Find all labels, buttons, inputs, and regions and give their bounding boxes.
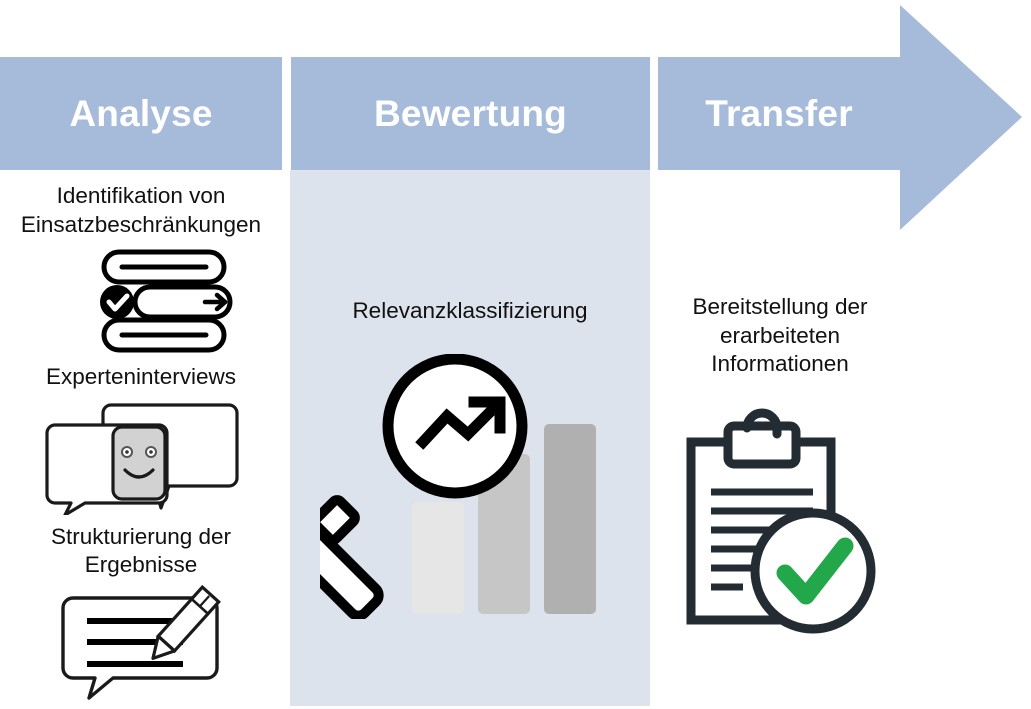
- stage-header-transfer[interactable]: Transfer: [658, 57, 900, 170]
- item-caption-bereitstellung: Bereitstellung der erarbeiteten Informat…: [650, 293, 910, 379]
- stage-title-analyse: Analyse: [69, 93, 213, 134]
- item-caption-experteninterviews: Experteninterviews: [0, 363, 282, 392]
- checklist-pills-icon-wrap: [0, 248, 282, 353]
- clipboard-check-icon-wrap: [650, 404, 910, 644]
- caption-line-3: Informationen: [711, 351, 849, 377]
- stage-column-transfer: Bereitstellung der erarbeiteten Informat…: [650, 170, 910, 644]
- speech-bubbles-smiley-icon-wrap: [0, 400, 282, 515]
- clipboard-check-icon: [686, 408, 875, 634]
- stage-header-bewertung[interactable]: Bewertung: [291, 57, 650, 170]
- stage-column-bewertung: Relevanzklassifizierung: [290, 170, 650, 619]
- caption-line-1: Strukturierung der: [50, 523, 232, 549]
- caption-line-2: erarbeiteten: [719, 322, 841, 348]
- stage-title-transfer: Transfer: [705, 93, 853, 134]
- item-caption-strukturierung: Strukturierung der Ergebnisse: [0, 523, 282, 580]
- speech-bubble-pencil-icon: [61, 584, 221, 700]
- stage-title-bewertung: Bewertung: [374, 93, 567, 134]
- speech-bubbles-smiley-icon: [45, 403, 239, 515]
- magnifier-bar-chart-icon-wrap: [290, 353, 650, 619]
- caption-line-1: Identifikation von: [56, 183, 226, 208]
- item-caption-identifikation: Identifikation von Einsatzbeschränkungen: [0, 182, 282, 239]
- item-caption-relevanzklassifizierung: Relevanzklassifizierung: [290, 297, 650, 326]
- stage-header-analyse[interactable]: Analyse: [0, 57, 282, 170]
- speech-bubble-pencil-icon-wrap: [0, 576, 282, 701]
- caption-line-2: Einsatzbeschränkungen: [20, 211, 262, 237]
- caption-line-1: Bereitstellung der: [692, 294, 868, 319]
- caption-line-1: Experteninterviews: [45, 364, 237, 390]
- stage-column-analyse: Identifikation von Einsatzbeschränkungen: [0, 170, 282, 701]
- checklist-pills-icon: [99, 249, 232, 353]
- magnifier-bar-chart-icon: [320, 353, 596, 619]
- caption-line-1: Relevanzklassifizierung: [352, 298, 588, 323]
- caption-line-2: Ergebnisse: [84, 552, 198, 578]
